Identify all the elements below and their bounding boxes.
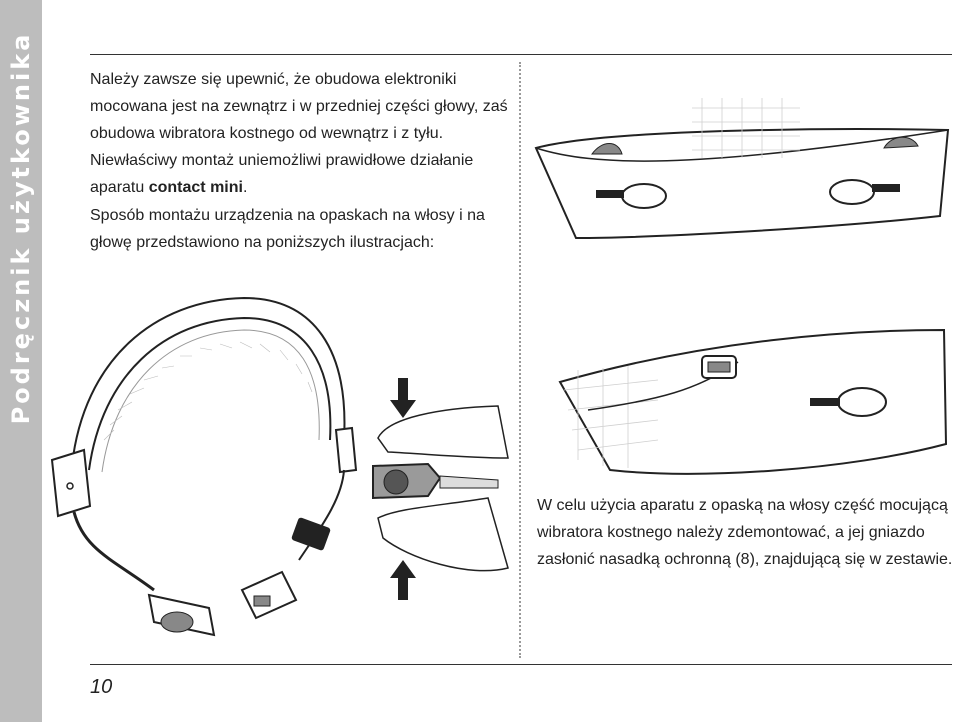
side-tab: Podręcznik użytkownika: [0, 0, 42, 722]
headband-illustration: [50, 296, 358, 637]
side-tab-label: Podręcznik użytkownika: [7, 31, 35, 425]
page-number: 10: [90, 676, 113, 698]
paragraph-hairband-usage: W celu użycia aparatu z opaską na włosy …: [537, 497, 953, 568]
paragraph-mounting-methods: Sposób montażu urządzenia na opaskach na…: [90, 207, 485, 251]
top-rule: [90, 54, 952, 55]
arrow-down-icon: [390, 378, 416, 418]
brand-name: contact mini: [148, 179, 243, 196]
paragraph-1-text: Należy zawsze się upewnić, że obudowa el…: [90, 71, 508, 196]
arrow-up-icon: [390, 560, 416, 600]
release-fingers-illustration: [372, 378, 509, 600]
bottom-rule: [90, 664, 952, 665]
paragraph-mounting-orientation: Należy zawsze się upewnić, że obudowa el…: [90, 66, 515, 201]
column-divider: [519, 62, 521, 658]
hairband-top-illustration: [534, 98, 950, 240]
paragraph-1-end: .: [242, 179, 248, 196]
hairband-lower-illustration: [558, 328, 948, 475]
